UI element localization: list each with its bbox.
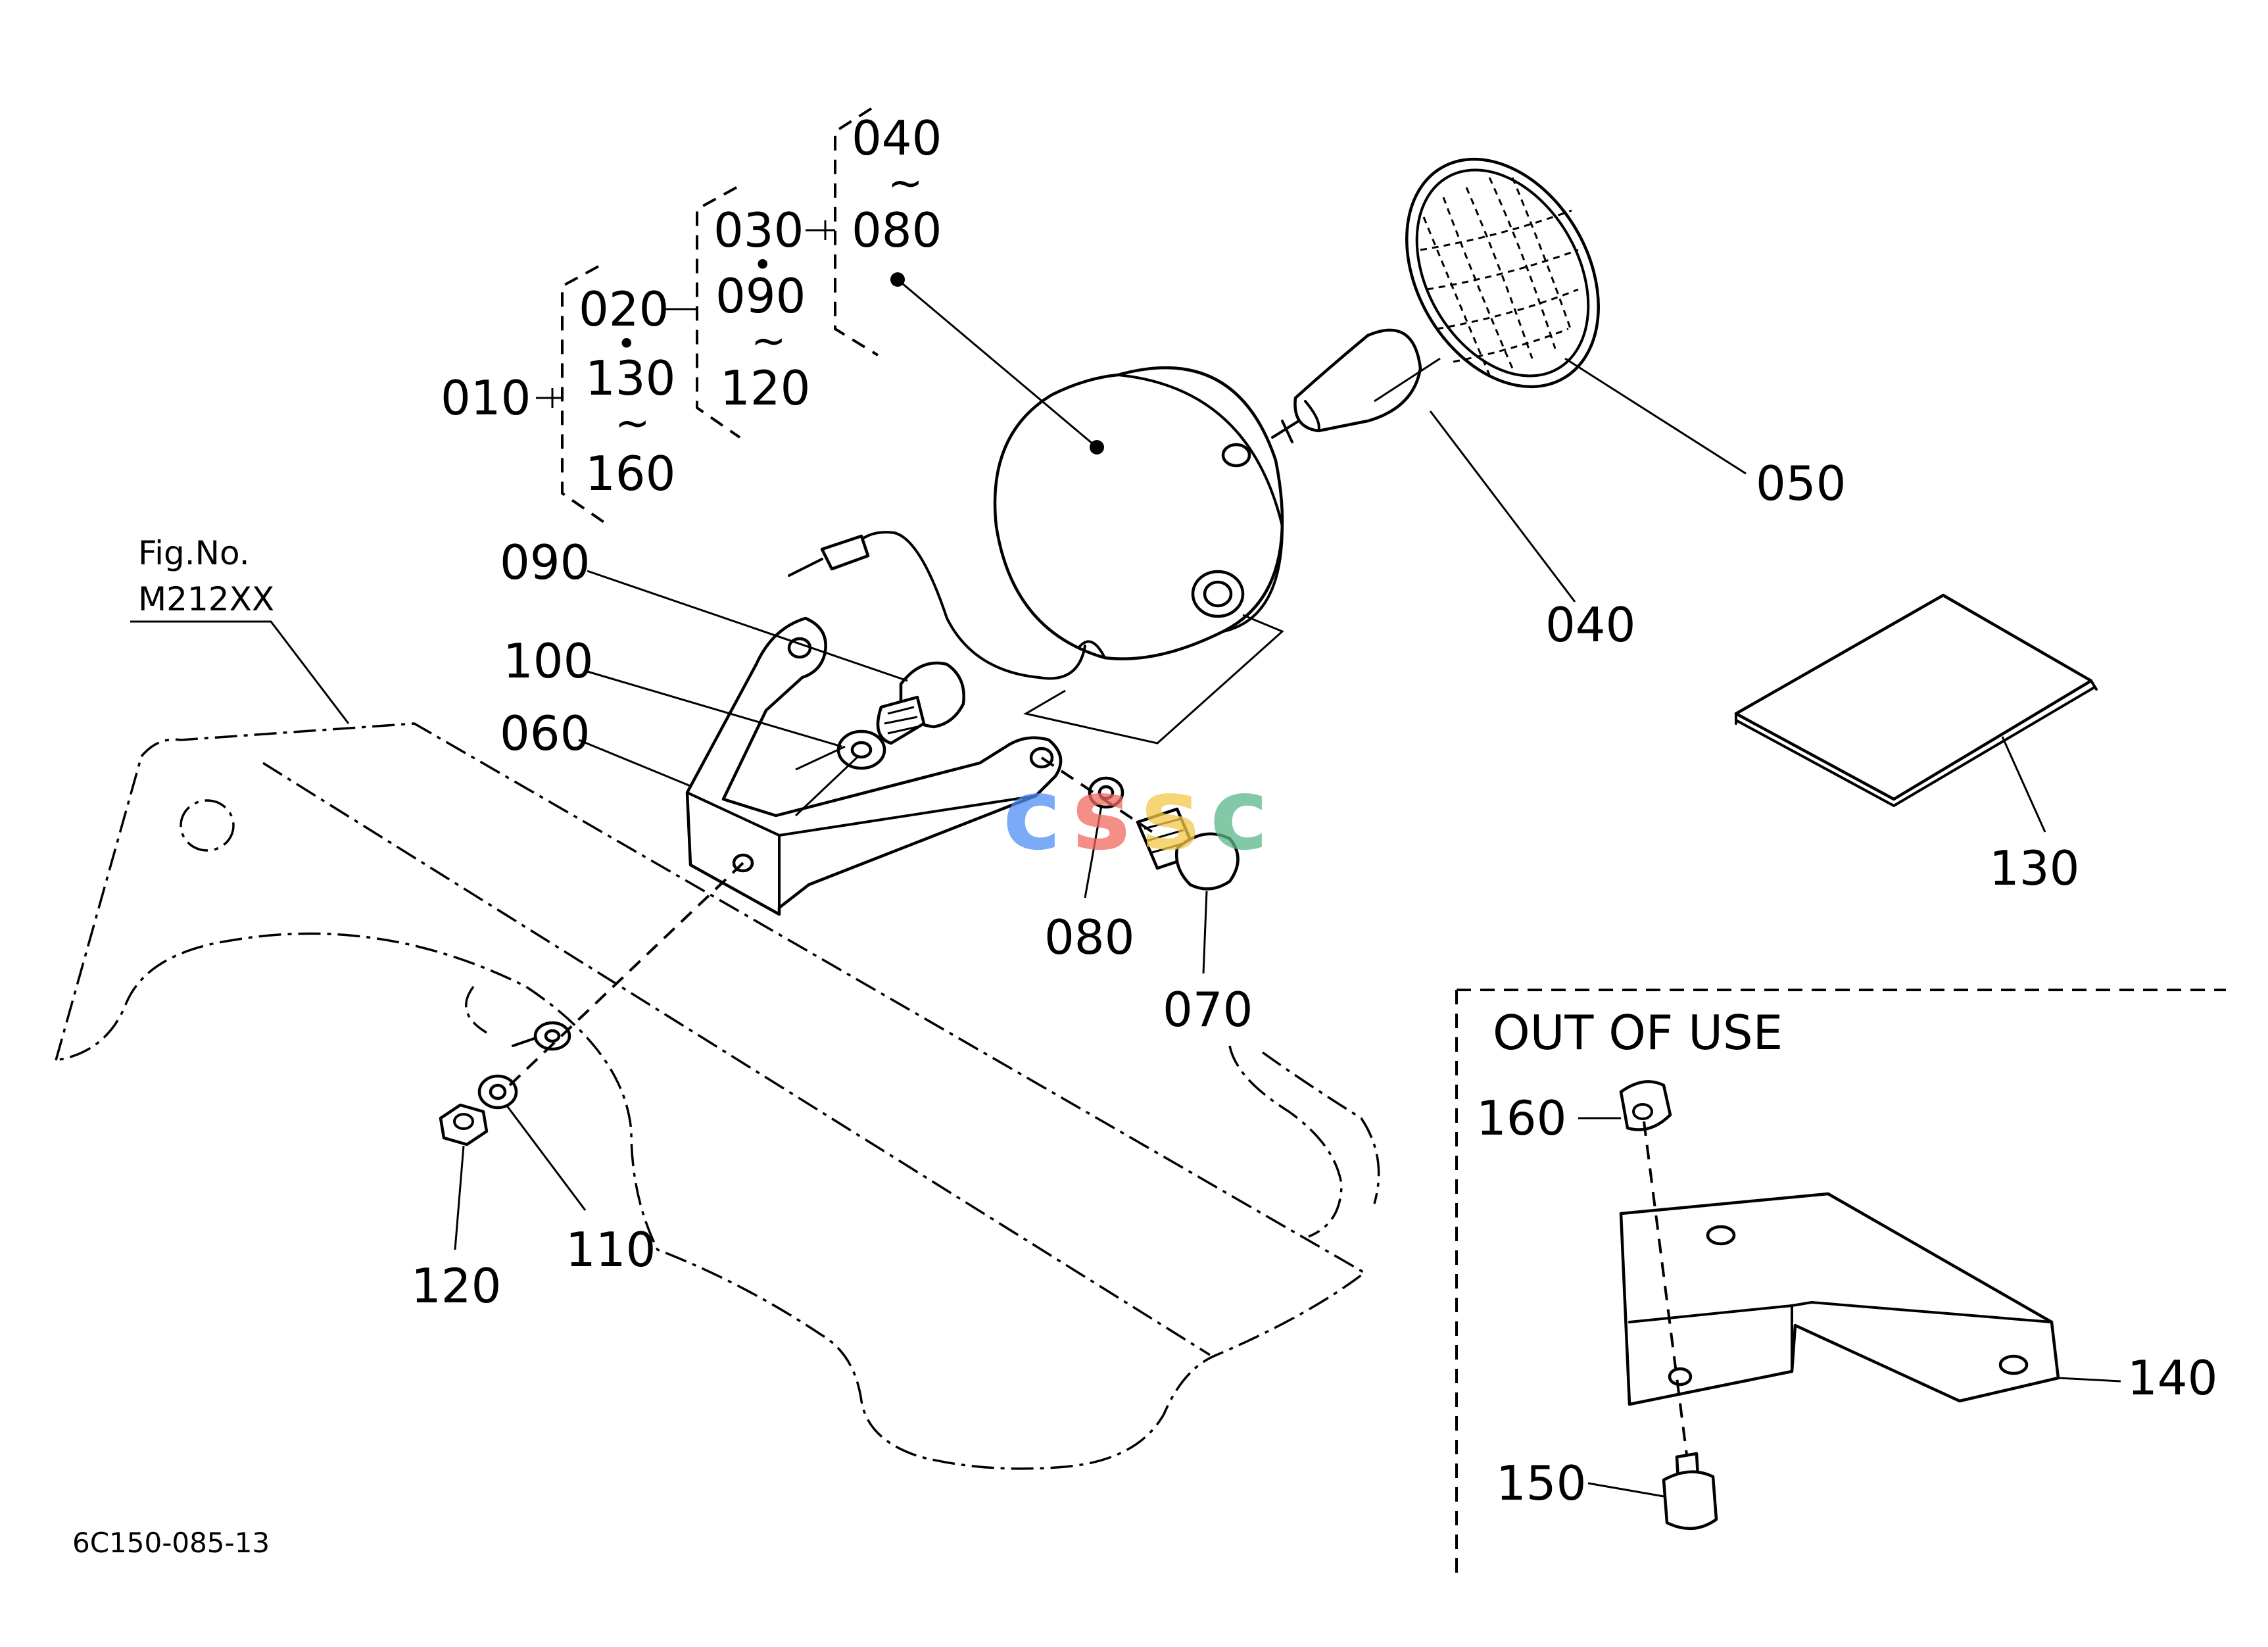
callout-040: 040 [1545,597,1635,652]
bolt-090 [876,661,965,745]
callout-090: 090 [500,535,590,590]
part-hierarchy: 010 020 • 130 ~ 160 030 • 090 ~ 120 040 … [441,107,1104,524]
watermark-letter-3: s [1141,758,1199,872]
callout-100: 100 [503,633,593,689]
watermark-logo: c s s c [1003,758,1268,872]
nut-160 [1619,1080,1672,1131]
callout-080: 080 [1044,910,1134,965]
callout-070: 070 [1163,982,1253,1037]
callout-050: 050 [1756,456,1846,511]
out-of-use-panel: OUT OF USE 160 140 150 [1455,989,2226,1582]
wire-terminal [512,1021,571,1051]
hier-160: 160 [585,446,675,501]
hier-tilde-1: ~ [615,399,650,448]
hier-040: 040 [852,111,942,166]
callout-130: 130 [1989,841,2079,896]
hier-010: 010 [441,370,531,426]
out-of-use-title: OUT OF USE [1493,1005,1783,1060]
callout-120: 120 [411,1258,501,1314]
hier-tilde-2: ~ [751,317,786,366]
lens [1405,157,1600,389]
assembly-axes [508,745,1159,1087]
washer-110 [477,1074,518,1110]
callouts: 040 050 060 070 080 090 100 110 120 130 [411,357,2079,1314]
fig-no-label: Fig.No. [138,534,250,572]
bolt-070 [1136,807,1240,891]
hier-080: 080 [852,203,942,258]
washer-100 [836,729,886,770]
fender-outline [54,722,1380,1470]
watermark-letter-2: s [1072,758,1130,872]
plate-140 [1619,1192,2060,1406]
hier-020: 020 [579,282,669,337]
hier-dot-1: • [617,325,637,363]
leader-dot-housing [1090,440,1104,455]
drawing-code: 6C150-085-13 [72,1527,270,1559]
watermark-letter-1: c [1003,758,1061,872]
figure-reference: Fig.No. M212XX [130,534,350,724]
lock-washer-080 [1088,776,1124,809]
bulb [1271,328,1422,443]
fig-no-value: M212XX [138,580,274,618]
hier-tilde-3: ~ [888,159,923,208]
operators-manual [1734,593,2098,807]
callout-150: 150 [1496,1456,1586,1511]
watermark-letter-4: c [1210,758,1268,872]
callout-110: 110 [566,1222,656,1277]
callout-060: 060 [500,706,590,761]
callout-160: 160 [1476,1091,1566,1146]
hier-130: 130 [585,351,675,406]
hier-dot-2: • [753,246,773,284]
lamp-housing [788,366,1284,745]
nut-120 [439,1103,489,1146]
hier-120: 120 [720,360,810,416]
hier-090: 090 [715,268,806,324]
bolt-150 [1662,1452,1718,1531]
callout-140: 140 [2127,1350,2217,1406]
hier-030: 030 [713,203,804,258]
